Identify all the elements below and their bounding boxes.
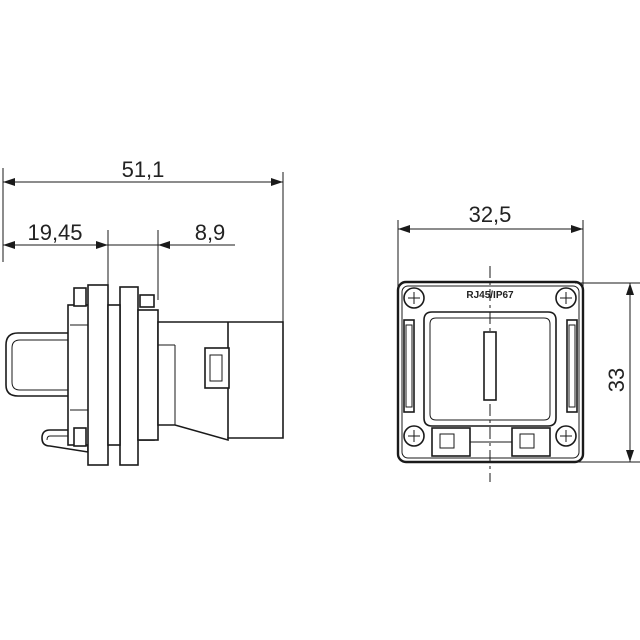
dim-front-height: 33 — [604, 368, 629, 392]
screw-icon-top-left — [403, 287, 425, 309]
front-label: RJ45/IP67 — [466, 290, 514, 301]
dim-right-segment: 8,9 — [195, 220, 226, 245]
side-view: 51,1 19,45 8,9 — [2, 157, 284, 466]
dust-cap — [5, 332, 70, 397]
dim-front-width: 32,5 — [469, 202, 512, 227]
screw-icon-top-right — [555, 287, 577, 309]
dim-overall-length: 51,1 — [122, 157, 165, 182]
dim-left-segment: 19,45 — [27, 220, 82, 245]
flange-plate-left — [87, 284, 109, 466]
center-key — [483, 331, 497, 401]
socket-opening — [423, 311, 557, 427]
front-view: 32,5 33 RJ45/IP67 — [396, 202, 640, 482]
screw-icon-bottom-left — [403, 425, 425, 447]
screw-icon-bottom-right — [555, 425, 577, 447]
flange-plate-right — [119, 286, 139, 466]
